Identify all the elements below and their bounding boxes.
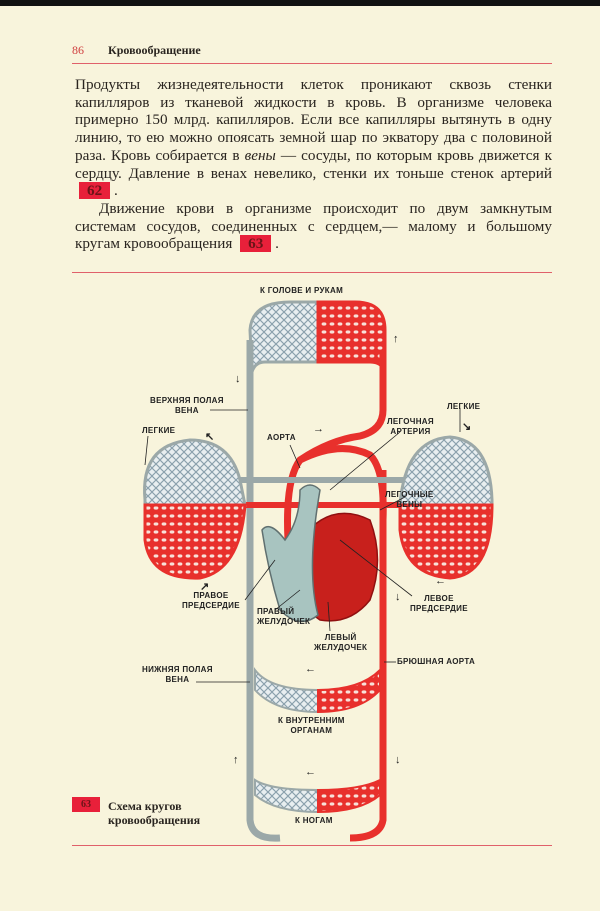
arrow-left-icon: ← (305, 663, 316, 675)
paragraph-1: Продукты жизнедеятельности клеток проник… (75, 76, 552, 200)
flow-arrows: ↓ ↑ ↖ → ↘ ↗ ← ↓ ← ↑ ↓ ← (200, 333, 471, 778)
label-inferior-vena-cava: НИЖНЯЯ ПОЛАЯ ВЕНА (142, 665, 213, 684)
arrow-up-icon: ↑ (393, 333, 399, 345)
arrow-left-icon: ← (305, 766, 316, 778)
caption-number-badge: 63 (72, 797, 100, 812)
figure-top-rule (72, 272, 552, 273)
label-right-ventricle: ПРАВЫЙ ЖЕЛУДОЧЕК (257, 607, 311, 626)
aorta-descending (284, 350, 387, 842)
body-text: Продукты жизнедеятельности клеток проник… (75, 76, 552, 253)
label-abdominal-aorta: БРЮШНАЯ АОРТА (397, 657, 476, 666)
label-pulmonary-veins: ЛЕГОЧНЫЕ ВЕНЫ (385, 490, 434, 509)
figure-caption: Схема кругов кровообращения (108, 799, 201, 827)
organs-capillaries-venous (254, 667, 319, 714)
arrow-upright-icon: ↗ (200, 581, 209, 593)
right-lung-arterial (398, 503, 494, 580)
paragraph-2: Движение крови в организме происходит по… (75, 199, 552, 253)
term-veins: вены (244, 146, 276, 164)
scan-edge (0, 0, 600, 6)
label-head: К ГОЛОВЕ И РУКАМ (260, 286, 344, 295)
label-aorta: АОРТА (267, 433, 296, 442)
figure-ref-62[interactable]: 62 (79, 182, 111, 200)
legs-capillaries-arterial (317, 778, 381, 814)
label-legs: К НОГАМ (295, 816, 333, 825)
figure-ref-63[interactable]: 63 (240, 235, 272, 253)
label-lungs-right: ЛЕГКИЕ (447, 402, 481, 411)
arrow-downright-icon: ↘ (462, 421, 471, 433)
organs-capillaries-arterial (317, 667, 381, 714)
vena-cava (246, 340, 281, 842)
head-capillaries-venous (248, 300, 320, 373)
header-rule (72, 63, 552, 64)
right-lung-venous (398, 435, 494, 507)
label-right-atrium: ПРАВОЕ ПРЕДСЕРДИЕ (182, 591, 240, 610)
aortic-arch (298, 445, 387, 521)
arrow-down-icon: ↓ (395, 591, 401, 603)
page-number: 86 (72, 43, 84, 57)
arrow-down-icon: ↓ (395, 754, 401, 766)
label-left-ventricle: ЛЕВЫЙ ЖЕЛУДОЧЕК (314, 633, 368, 652)
left-lung-arterial (143, 503, 247, 580)
label-pulmonary-artery: ЛЕГОЧНАЯ АРТЕРИЯ (387, 417, 434, 436)
arrow-right-icon: → (313, 423, 324, 435)
head-capillaries-arterial (316, 300, 387, 373)
arrow-up-icon: ↑ (233, 754, 239, 766)
label-lungs-left: ЛЕГКИЕ (142, 426, 176, 435)
arrow-left-icon: ← (435, 575, 446, 587)
left-lung-venous (143, 438, 247, 507)
arrow-down-icon: ↓ (235, 373, 241, 385)
leader-lines (144, 408, 461, 683)
legs-capillaries-venous (254, 778, 319, 814)
label-internal-organs: К ВНУТРЕННИМ ОРГАНАМ (278, 716, 345, 735)
heart-right (261, 484, 321, 623)
label-left-atrium: ЛЕВОЕ ПРЕДСЕРДИЕ (410, 594, 468, 613)
running-title: Кровообращение (108, 43, 201, 57)
footer-rule (72, 845, 552, 846)
label-superior-vena-cava: ВЕРХНЯЯ ПОЛАЯ ВЕНА (150, 396, 224, 415)
arrow-upleft-icon: ↖ (205, 431, 214, 443)
